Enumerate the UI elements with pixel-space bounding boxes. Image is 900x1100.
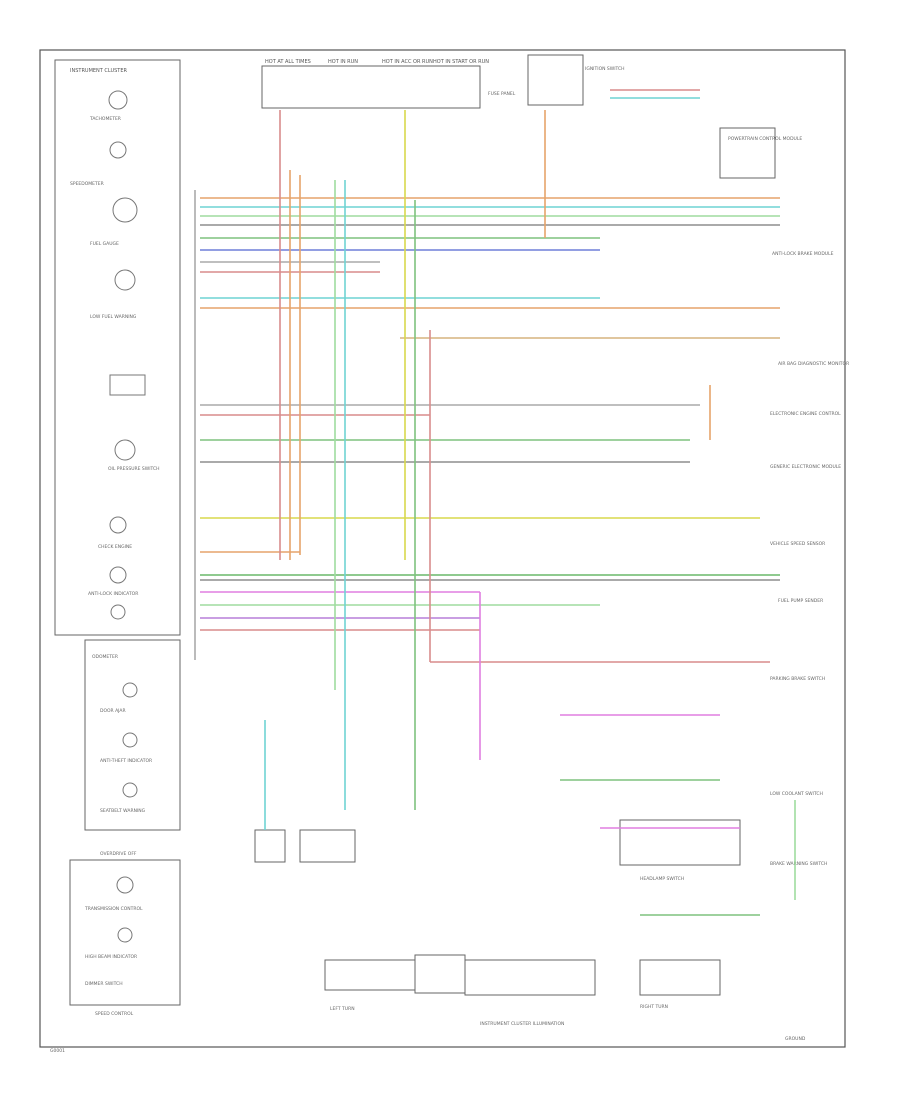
- label-fuse-panel: FUSE PANEL: [488, 91, 516, 97]
- label-right-turn: RIGHT TURN: [640, 1004, 668, 1010]
- label-cluster-illum-bottom: INSTRUMENT CLUSTER ILLUMINATION: [480, 1021, 564, 1027]
- label-hot-in-run: HOT IN RUN: [328, 59, 358, 65]
- diagram-frame: [39, 49, 846, 1048]
- cluster-gauges: [108, 90, 146, 620]
- instrument-cluster-label: INSTRUMENT CLUSTER: [70, 68, 128, 74]
- label-oil-pressure: OIL PRESSURE SWITCH: [108, 466, 160, 472]
- label-anti-lock: ANTI-LOCK INDICATOR: [88, 591, 138, 597]
- label-door-ajar: DOOR AJAR: [100, 708, 126, 714]
- label-low-fuel: LOW FUEL WARNING: [90, 314, 137, 320]
- label-overdrive-off: OVERDRIVE OFF: [100, 851, 137, 857]
- component-box: [324, 959, 416, 991]
- label-gem: GENERIC ELECTRONIC MODULE: [770, 464, 841, 470]
- label-speedometer: SPEEDOMETER: [70, 181, 104, 187]
- gauge-symbol: [112, 197, 138, 223]
- gauge-symbol: [109, 516, 127, 534]
- dimmer-box: [639, 959, 721, 996]
- label-headlamp-switch: HEADLAMP SWITCH: [640, 876, 684, 882]
- label-pcm: POWERTRAIN CONTROL MODULE: [728, 136, 802, 142]
- label-fuel-sender: FUEL PUMP SENDER: [778, 598, 823, 604]
- gauge-symbol: [117, 927, 133, 943]
- gauge-symbol: [116, 876, 134, 894]
- label-ground: GROUND: [785, 1036, 806, 1042]
- label-anti-theft: ANTI-THEFT INDICATOR: [100, 758, 152, 764]
- component-box: [254, 829, 286, 863]
- label-fuel-gauge: FUEL GAUGE: [90, 241, 119, 247]
- gauge-symbol: [122, 682, 138, 698]
- label-high-beam: HIGH BEAM INDICATOR: [85, 954, 137, 960]
- component-box: [414, 954, 466, 994]
- gauge-symbol: [109, 374, 146, 396]
- cluster-bottom-box: [69, 859, 181, 1006]
- page-code: G0001: [50, 1048, 65, 1054]
- label-seatbelt: SEATBELT WARNING: [100, 808, 146, 814]
- label-hot-start-run: HOT IN START OR RUN: [433, 59, 489, 65]
- ignition-switch-box: [527, 54, 584, 106]
- label-parking-brake: PARKING BRAKE SWITCH: [770, 676, 825, 682]
- gauge-symbol: [108, 90, 128, 110]
- label-hot-acc-run: HOT IN ACC OR RUN: [382, 59, 433, 65]
- gauge-symbol: [109, 141, 127, 159]
- headlamp-switch-box: [619, 819, 741, 866]
- label-low-coolant: LOW COOLANT SWITCH: [770, 791, 823, 797]
- label-speed-control: SPEED CONTROL: [95, 1011, 134, 1017]
- label-odometer: ODOMETER: [92, 654, 118, 660]
- gauge-symbol: [114, 269, 136, 291]
- vertical-wires: [264, 110, 796, 900]
- label-left-turn: LEFT TURN: [330, 1006, 355, 1012]
- instrument-illumination-box: [464, 959, 596, 996]
- fuse-panel-box: [261, 65, 481, 109]
- label-airbag-monitor: AIR BAG DIAGNOSTIC MONITOR: [778, 361, 849, 367]
- label-abs-module: ANTI-LOCK BRAKE MODULE: [772, 251, 834, 257]
- gauge-symbol: [114, 439, 136, 461]
- label-transmission-control: TRANSMISSION CONTROL: [84, 906, 143, 912]
- gauge-symbol: [122, 732, 138, 748]
- label-ignition-switch: IGNITION SWITCH: [585, 66, 625, 72]
- component-box: [299, 829, 356, 863]
- instrument-cluster-box: [54, 59, 181, 636]
- gauge-symbol: [110, 604, 126, 620]
- label-eec: ELECTRONIC ENGINE CONTROL: [770, 411, 841, 417]
- gauge-symbol: [122, 782, 138, 798]
- label-dimmer-switch: DIMMER SWITCH: [85, 981, 123, 987]
- label-vss: VEHICLE SPEED SENSOR: [770, 541, 825, 547]
- label-brake-warning: BRAKE WARNING SWITCH: [770, 861, 827, 867]
- powertrain-module-box: [719, 127, 776, 179]
- cluster-lower-box: [84, 639, 181, 831]
- label-tachometer: TACHOMETER: [89, 116, 121, 122]
- gauge-symbol: [109, 566, 127, 584]
- wires: [200, 89, 780, 916]
- label-hot-at-all-times: HOT AT ALL TIMES: [265, 59, 311, 65]
- label-check-engine: CHECK ENGINE: [98, 544, 132, 550]
